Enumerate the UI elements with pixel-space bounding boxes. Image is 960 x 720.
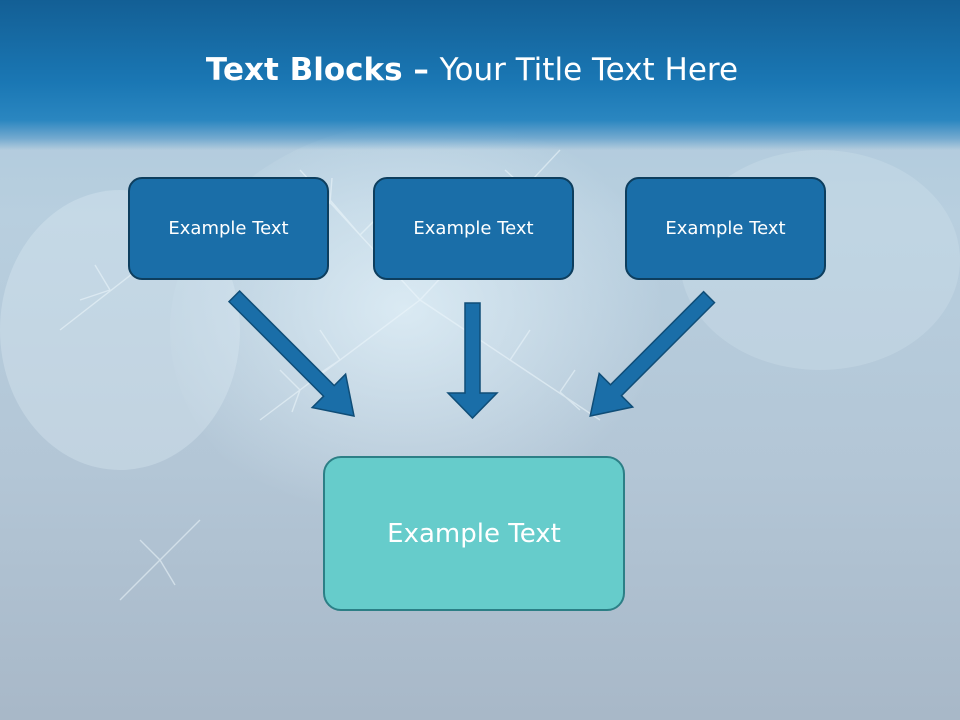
- center-block-label: Example Text: [387, 518, 561, 549]
- slide-title: Text Blocks – Your Title Text Here: [0, 52, 944, 88]
- top-block-right-label: Example Text: [665, 218, 786, 239]
- top-block-right: Example Text: [625, 177, 826, 280]
- top-block-middle: Example Text: [373, 177, 574, 280]
- title-bold-text: Text Blocks: [205, 52, 403, 88]
- center-down-arrow-icon: [446, 302, 499, 420]
- right-diagonal-arrow-icon: [589, 290, 716, 417]
- title-rest-text: Your Title Text Here: [439, 52, 739, 88]
- title-bar: [0, 0, 960, 150]
- left-diagonal-arrow-icon: [227, 289, 355, 417]
- top-block-middle-label: Example Text: [413, 218, 534, 239]
- center-block: Example Text: [323, 456, 625, 611]
- top-block-left-label: Example Text: [168, 218, 289, 239]
- title-dash: –: [402, 52, 440, 88]
- top-block-left: Example Text: [128, 177, 329, 280]
